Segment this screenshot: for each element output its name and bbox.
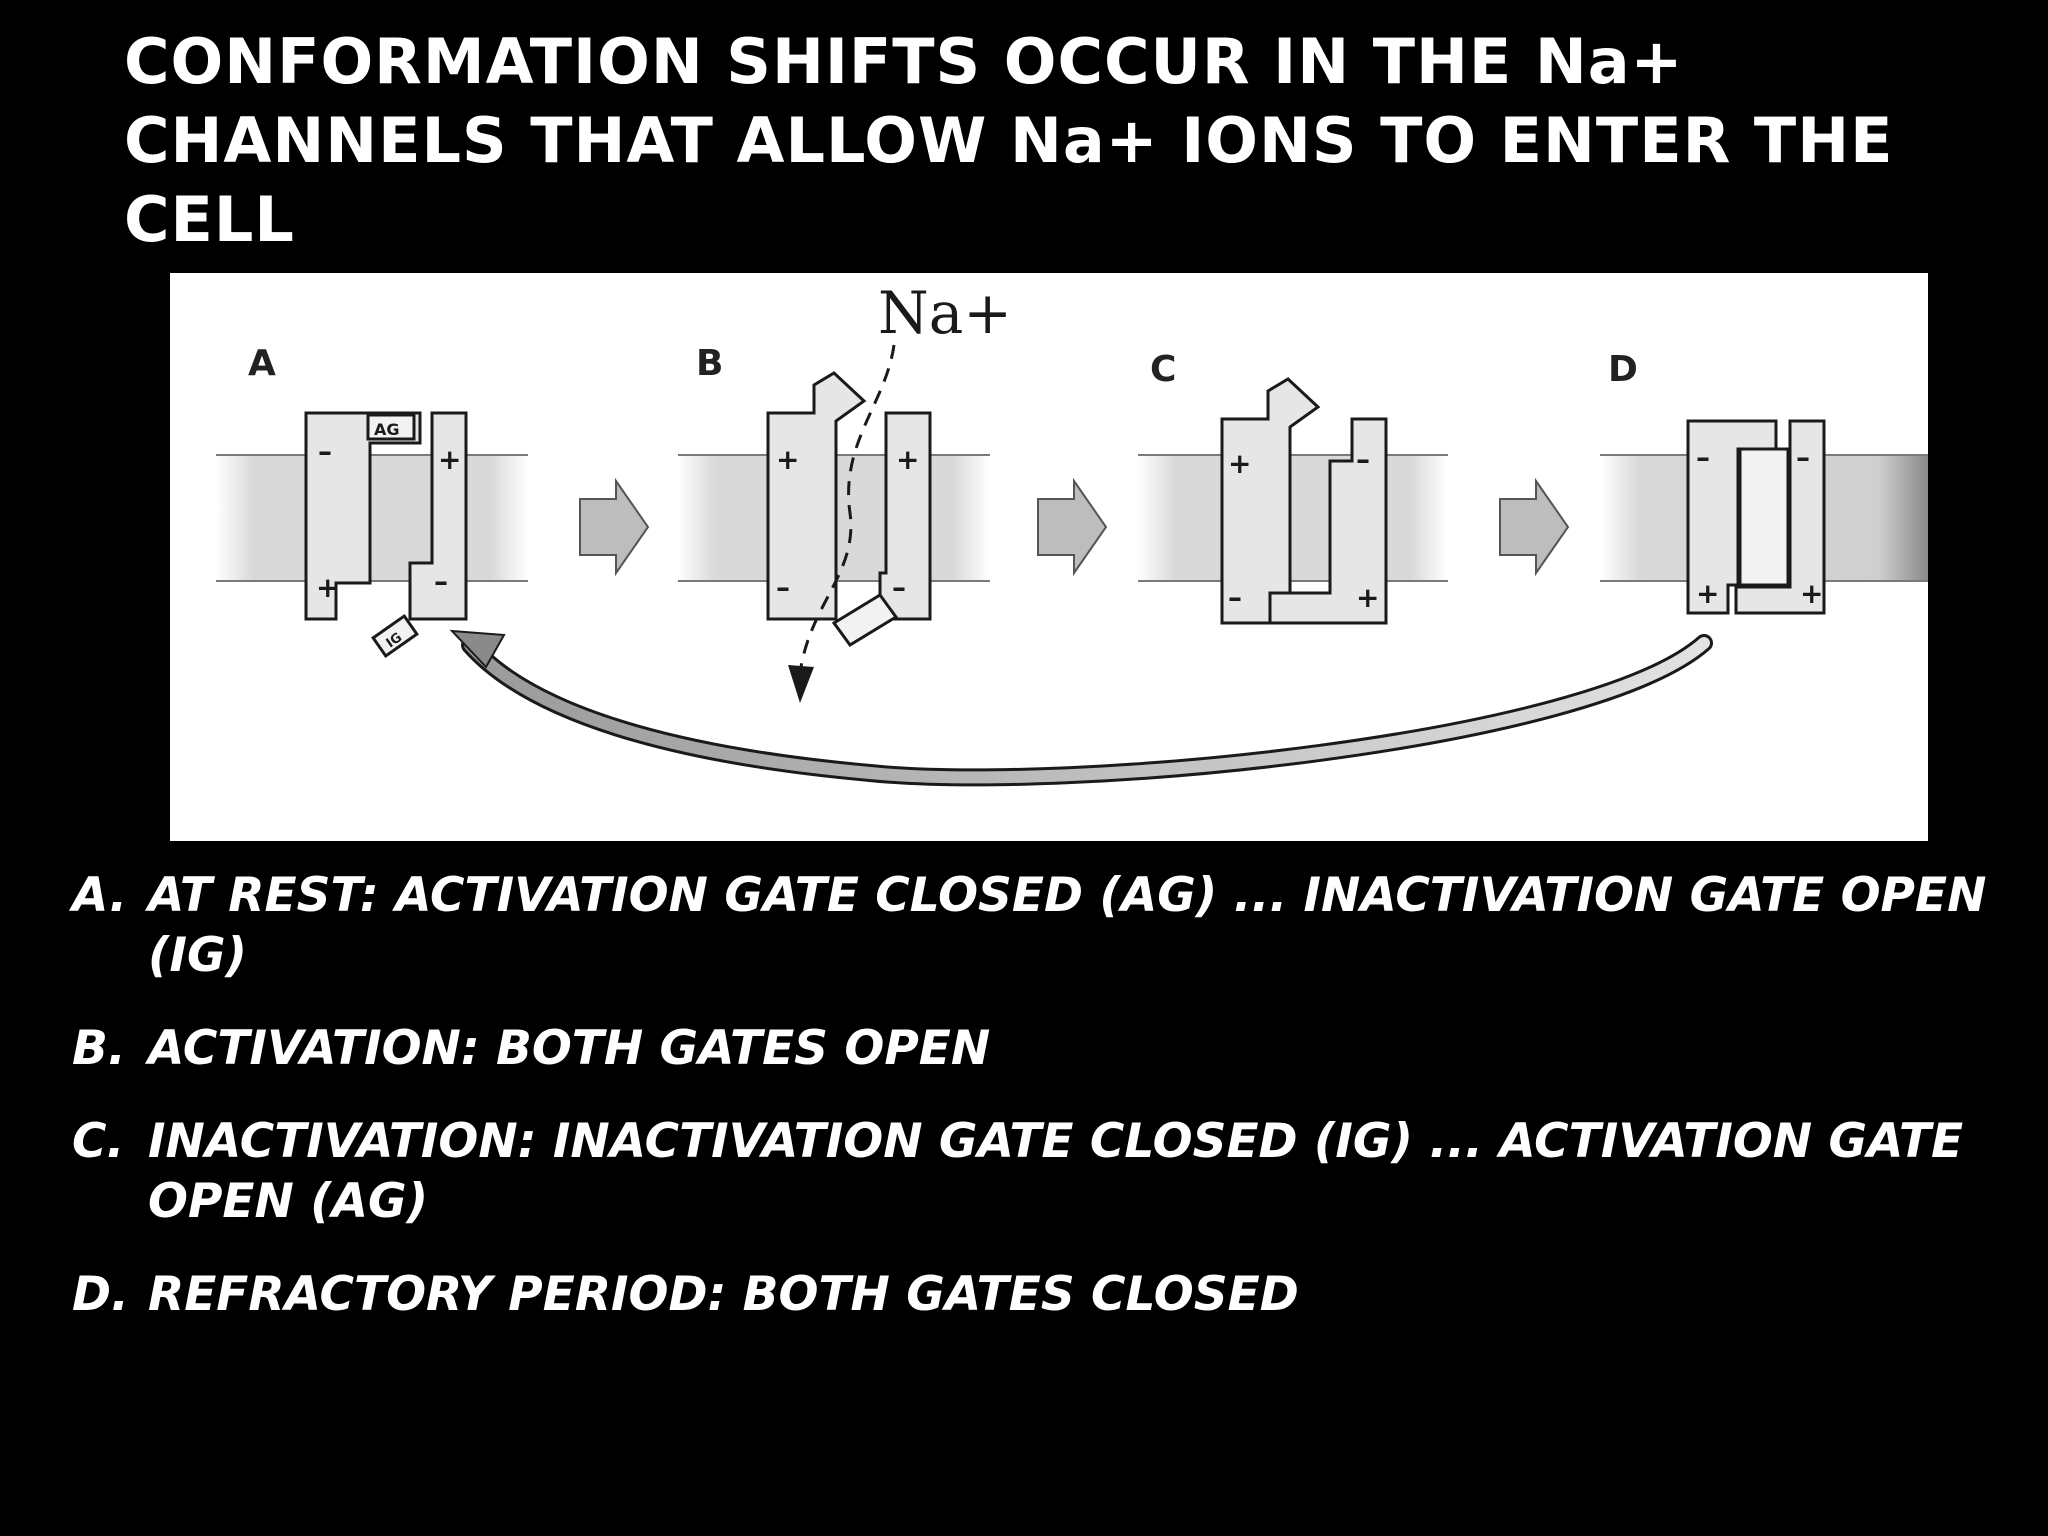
panel-label-a: A	[248, 343, 276, 384]
sodium-flow-arrowhead	[788, 665, 814, 703]
channel-b	[766, 371, 932, 647]
legend-text: ACTIVATION: BOTH GATES OPEN	[148, 1021, 991, 1076]
sign-d-plus-left: +	[1696, 577, 1719, 610]
channel-diagram: A B C D Na+ AG IG – + + – + + – –	[170, 273, 1928, 841]
step-arrow-ab	[579, 477, 650, 577]
channel-b-left-subunit	[766, 371, 867, 621]
inactivation-gate-b	[831, 593, 899, 647]
legend-letter: A.	[72, 868, 128, 923]
panel-label-d: D	[1608, 349, 1638, 390]
step-arrow-cd	[1499, 477, 1570, 577]
channel-c-left-subunit	[1220, 377, 1321, 625]
channel-d-left-subunit	[1686, 419, 1778, 615]
sign-d-minus-right: –	[1796, 441, 1810, 474]
legend-letter: D.	[72, 1267, 129, 1322]
channel-d	[1686, 419, 1826, 615]
channel-a	[304, 411, 468, 658]
legend-letter: C.	[72, 1114, 125, 1169]
sign-b-plus-left: +	[776, 443, 799, 476]
sign-c-minus-right: –	[1356, 443, 1370, 476]
channel-a-right-subunit	[408, 411, 468, 621]
sign-b-minus-right: –	[892, 571, 906, 604]
sign-c-minus-left: –	[1228, 581, 1242, 614]
channel-diagram-svg: A B C D Na+ AG IG – + + – + + – –	[216, 279, 1928, 787]
return-arrowhead	[449, 629, 506, 669]
legend-text: INACTIVATION: INACTIVATION GATE CLOSED (…	[148, 1114, 1964, 1229]
inactivation-gate-a	[371, 614, 419, 658]
sign-d-minus-left: –	[1696, 441, 1710, 474]
channel-c	[1220, 377, 1388, 625]
channel-c-right-subunit	[1268, 417, 1388, 625]
channel-a-left-subunit	[304, 411, 422, 621]
panel-label-b: B	[696, 343, 723, 384]
legend-text: AT REST: ACTIVATION GATE CLOSED (AG) ...…	[148, 868, 1987, 983]
sign-c-plus-right: +	[1356, 581, 1379, 614]
sign-a-minus-top: –	[318, 435, 332, 468]
return-arrow-fill	[464, 637, 1710, 784]
sign-b-plus-right: +	[896, 443, 919, 476]
legend-item-d: D. REFRACTORY PERIOD: BOTH GATES CLOSED	[72, 1265, 2032, 1325]
sodium-flow-arrow	[798, 344, 896, 674]
legend-letter: B.	[72, 1021, 126, 1076]
legend-item-b: B. ACTIVATION: BOTH GATES OPEN	[72, 1019, 2032, 1079]
stage-legend: A. AT REST: ACTIVATION GATE CLOSED (AG) …	[72, 866, 2032, 1358]
return-arrow	[461, 634, 1713, 787]
sign-a-minus-bottom: –	[434, 565, 448, 598]
gate-label-ig: IG	[384, 630, 405, 651]
gate-label-ag: AG	[374, 420, 400, 439]
sign-a-plus-bottom: +	[316, 571, 339, 604]
sign-b-minus-left: –	[776, 571, 790, 604]
slide-title: CONFORMATION SHIFTS OCCUR IN THE Na+ CHA…	[124, 25, 1894, 256]
activation-gate-a	[366, 413, 416, 441]
sign-a-plus-top: +	[438, 443, 461, 476]
sign-c-plus-left: +	[1228, 447, 1251, 480]
activation-gate-d	[1738, 447, 1790, 587]
legend-item-c: C. INACTIVATION: INACTIVATION GATE CLOSE…	[72, 1112, 2032, 1232]
membrane-a	[216, 455, 528, 581]
sign-d-plus-right: +	[1800, 577, 1823, 610]
step-arrow-bc	[1037, 477, 1108, 577]
sodium-ion-label: Na+	[878, 279, 1012, 347]
legend-item-a: A. AT REST: ACTIVATION GATE CLOSED (AG) …	[72, 866, 2032, 986]
legend-text: REFRACTORY PERIOD: BOTH GATES CLOSED	[148, 1267, 1299, 1322]
panel-label-c: C	[1150, 349, 1176, 390]
membrane-c	[1138, 455, 1448, 581]
channel-d-right-subunit	[1734, 419, 1826, 615]
